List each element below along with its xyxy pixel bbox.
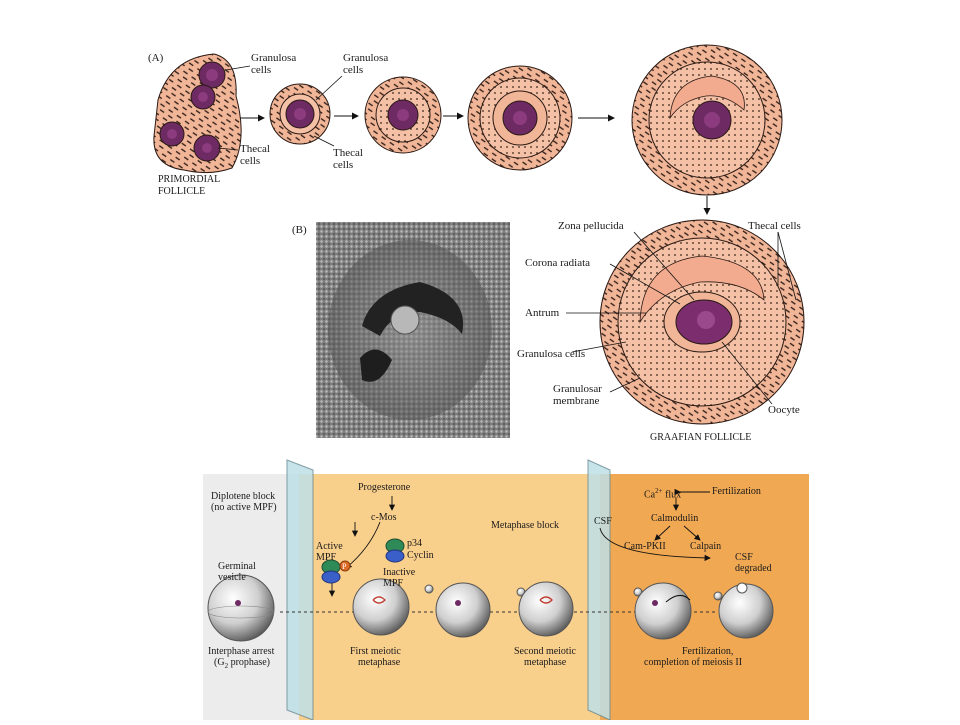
label-thecal-cells-2b: cells	[333, 159, 354, 171]
label-completion-meiosis: completion of meiosis II	[644, 657, 743, 668]
label-progesterone: Progesterone	[358, 482, 411, 493]
panel-b-tag: (B)	[292, 224, 307, 236]
label-granulosa-cells-1: Granulosa	[251, 52, 297, 64]
label-cyclin: Cyclin	[407, 550, 434, 561]
label-primordial: PRIMORDIAL	[158, 174, 221, 185]
diplotene-block-pane	[286, 459, 314, 721]
fertilization-region	[600, 474, 809, 720]
label-antrum: Antrum	[525, 307, 560, 319]
label-thecal-cells-1: Thecal	[240, 143, 270, 155]
antral-follicle	[631, 44, 783, 196]
label-diplotene-block: Diplotene block	[211, 491, 276, 502]
leader-line	[225, 65, 251, 71]
panel-a-tag: (A)	[148, 52, 164, 64]
label-granulosa-cells: Granulosa cells	[517, 348, 586, 360]
label-g2-prophase: (G2 prophase)	[214, 657, 270, 670]
label-corona-radiata: Corona radiata	[525, 257, 591, 269]
graafian-follicle	[599, 219, 805, 425]
graafian-leaders	[566, 231, 797, 405]
label-second-metaphase: metaphase	[524, 657, 567, 668]
leader-line	[315, 75, 343, 101]
label-first-metaphase: metaphase	[358, 657, 401, 668]
mpf-complex	[321, 538, 405, 584]
label-cam-pkii: Cam-PKII	[624, 541, 666, 552]
secondary-follicle	[364, 76, 442, 154]
phosphate-badge: P	[342, 562, 347, 571]
label-vesicle: vesicle	[218, 572, 246, 583]
label-thecal-cells-2: Thecal	[333, 147, 363, 159]
label-fertilization-trigger: Fertilization	[712, 486, 761, 497]
label-csf: CSF	[594, 516, 612, 527]
leader-line	[313, 135, 335, 147]
label-calmodulin: Calmodulin	[651, 513, 699, 524]
label-fertilization: Fertilization,	[682, 646, 734, 657]
leader-line	[217, 147, 239, 151]
sem-micrograph	[316, 222, 510, 438]
label-p34: p34	[407, 538, 422, 549]
label-no-active-mpf: (no active MPF)	[211, 502, 277, 513]
label-inactive: Inactive	[383, 567, 416, 578]
label-second-meiotic: Second meiotic	[514, 646, 576, 657]
label-csf-degraded-2: degraded	[735, 563, 772, 574]
label-inactive-mpf: MPF	[383, 578, 404, 589]
label-follicle: FOLLICLE	[158, 186, 206, 197]
oocyte-sequence	[207, 574, 774, 642]
label-granulosar: Granulosar	[553, 383, 602, 395]
label-granulosa-cells-2b: cells	[343, 64, 364, 76]
label-oocyte: Oocyte	[768, 404, 800, 416]
label-zona-pellucida: Zona pellucida	[558, 220, 624, 232]
label-active-mpf: MPF	[316, 552, 337, 563]
label-interphase-arrest: Interphase arrest	[208, 646, 275, 657]
label-first-meiotic: First meiotic	[350, 646, 401, 657]
label-granulosa-cells-1b: cells	[251, 64, 272, 76]
label-c-mos: c-Mos	[371, 512, 397, 523]
label-active: Active	[316, 541, 343, 552]
label-graafian: GRAAFIAN FOLLICLE	[650, 432, 752, 443]
label-metaphase-block: Metaphase block	[491, 520, 560, 531]
primordial-follicle	[153, 53, 242, 174]
label-thecal-cells: Thecal cells	[748, 220, 801, 232]
primary-follicle	[269, 83, 331, 145]
label-ca-flux: Ca2+ flux	[644, 487, 682, 501]
label-thecal-cells-1b: cells	[240, 155, 261, 167]
label-granulosa-cells-2: Granulosa	[343, 52, 389, 64]
metaphase-block-pane	[587, 459, 611, 721]
label-germinal: Germinal	[218, 561, 256, 572]
early-antral-follicle	[467, 65, 573, 171]
label-calpain: Calpain	[690, 541, 722, 552]
label-membrane: membrane	[553, 395, 600, 407]
label-csf-degraded-1: CSF	[735, 552, 753, 563]
